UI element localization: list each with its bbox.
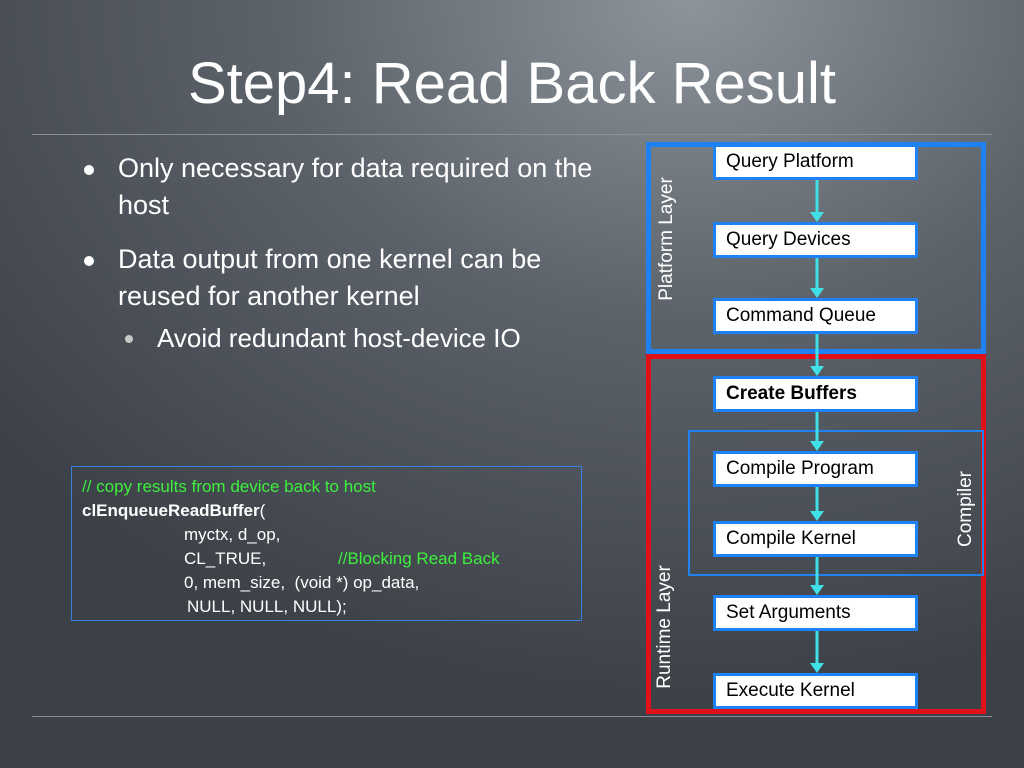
bullet-text: Data output from one kernel can be reuse… bbox=[118, 244, 542, 311]
top-divider bbox=[32, 134, 992, 135]
step-execute-kernel: Execute Kernel bbox=[713, 673, 918, 709]
code-open-paren: ( bbox=[259, 501, 266, 520]
sub-bullet-text: Avoid redundant host-device IO bbox=[157, 323, 521, 353]
step-compile-program: Compile Program bbox=[713, 451, 918, 487]
bottom-divider bbox=[32, 716, 992, 717]
step-query-platform: Query Platform bbox=[713, 144, 918, 180]
bullet-item: Only necessary for data required on the … bbox=[84, 150, 624, 224]
step-compile-kernel: Compile Kernel bbox=[713, 521, 918, 557]
code-function-line: clEnqueueReadBuffer( bbox=[82, 499, 265, 523]
bullet-list: Only necessary for data required on the … bbox=[84, 150, 624, 355]
runtime-layer-label: Runtime Layer bbox=[654, 565, 675, 689]
code-box: // copy results from device back to host… bbox=[71, 466, 582, 621]
slide-title: Step4: Read Back Result bbox=[187, 51, 837, 116]
platform-layer-label: Platform Layer bbox=[656, 177, 677, 301]
compiler-label: Compiler bbox=[955, 470, 976, 548]
bullet-text: Only necessary for data required on the … bbox=[118, 153, 593, 220]
bullet-dot-icon bbox=[84, 256, 94, 266]
step-set-arguments: Set Arguments bbox=[713, 595, 918, 631]
code-arg-line: NULL, NULL, NULL); bbox=[187, 597, 347, 616]
code-inline-comment: //Blocking Read Back bbox=[338, 549, 500, 568]
step-command-queue: Command Queue bbox=[713, 298, 918, 334]
step-query-devices: Query Devices bbox=[713, 222, 918, 258]
code-arg-line: myctx, d_op, bbox=[184, 525, 281, 544]
sub-bullet-dot-icon bbox=[125, 335, 133, 343]
bullet-dot-icon bbox=[84, 165, 94, 175]
sub-bullet-item: Avoid redundant host-device IO bbox=[84, 321, 624, 355]
bullet-item: Data output from one kernel can be reuse… bbox=[84, 241, 624, 315]
code-function-name: clEnqueueReadBuffer bbox=[82, 501, 260, 520]
code-comment: // copy results from device back to host bbox=[82, 477, 376, 496]
step-create-buffers: Create Buffers bbox=[713, 376, 918, 412]
compiler-frame bbox=[688, 430, 984, 576]
code-arg-line: 0, mem_size, (void *) op_data, bbox=[184, 573, 420, 592]
code-arg-line: CL_TRUE, bbox=[184, 549, 267, 568]
